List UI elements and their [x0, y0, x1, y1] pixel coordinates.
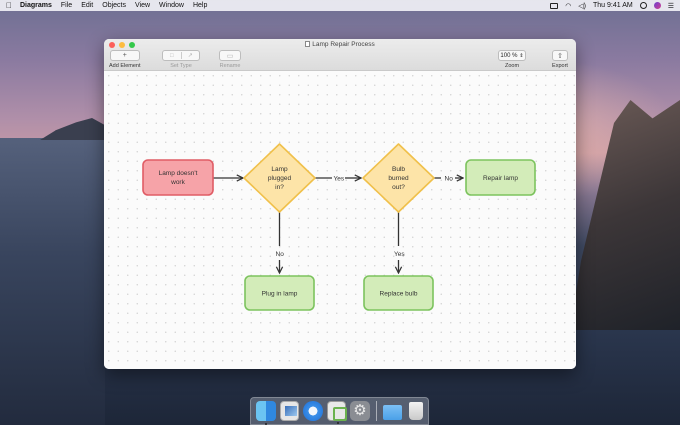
downloads-folder-icon[interactable] — [382, 405, 403, 420]
node-lamp-doesnt-work-line1: Lamp doesn't — [159, 170, 198, 177]
diagram-canvas[interactable]: Yes No No Yes Lamp doesn't work Lamp plu… — [104, 71, 576, 369]
export-tool: ⇧ Export — [552, 50, 568, 69]
node-lamp-doesnt-work[interactable]: Lamp doesn't work — [142, 159, 214, 196]
window-title-text: Lamp Repair Process — [312, 41, 375, 48]
document-icon — [305, 41, 311, 47]
edge-label-bulb-no: No — [445, 176, 454, 183]
diagrams-running-indicator — [336, 422, 339, 424]
minimize-window-button[interactable] — [119, 42, 125, 48]
dock — [250, 397, 429, 425]
rename-icon: ▭ — [226, 52, 234, 60]
share-icon: ⇧ — [557, 52, 563, 60]
export-button[interactable]: ⇧ — [552, 50, 568, 61]
edge-label-plugged-yes: Yes — [334, 176, 345, 183]
window-controls — [109, 42, 135, 48]
node-repair-lamp-label: Repair lamp — [483, 175, 518, 182]
diagrams-window: Lamp Repair Process + Add Element □ ↗ Se… — [104, 39, 576, 369]
node-lamp-plugged-in[interactable]: Lamp plugged in? — [243, 143, 316, 213]
menu-help[interactable]: Help — [186, 2, 207, 9]
rename-label: Rename — [219, 63, 241, 69]
menu-edit[interactable]: Edit — [75, 2, 93, 9]
node-lamp-plugged-in-line2: plugged — [268, 175, 292, 182]
edge-label-plugged-no: No — [276, 251, 285, 258]
notification-center-icon[interactable]: ☰ — [667, 2, 674, 10]
node-bulb-burned-out-line3: out? — [392, 184, 405, 191]
node-bulb-burned-out[interactable]: Bulb burned out? — [362, 143, 435, 213]
rename-tool: ▭ Rename — [219, 50, 241, 69]
diagrams-icon[interactable] — [326, 401, 347, 424]
window-title: Lamp Repair Process — [104, 41, 576, 48]
node-lamp-plugged-in-line1: Lamp — [271, 166, 288, 173]
node-replace-bulb[interactable]: Replace bulb — [363, 275, 434, 311]
preview-icon[interactable] — [279, 401, 300, 421]
menu-bar:  Diagrams File Edit Objects View Window… — [0, 0, 680, 11]
siri-icon[interactable] — [653, 2, 661, 9]
node-repair-lamp[interactable]: Repair lamp — [465, 159, 536, 196]
menu-file[interactable]: File — [54, 2, 72, 9]
plus-icon: + — [122, 52, 127, 59]
node-lamp-plugged-in-line3: in? — [275, 184, 284, 191]
node-plug-in-lamp-label: Plug in lamp — [262, 291, 298, 298]
wifi-icon[interactable]: ◠ — [565, 2, 572, 10]
volume-icon[interactable]: ◁) — [578, 2, 587, 10]
menu-view[interactable]: View — [128, 2, 150, 9]
user-icon[interactable] — [639, 2, 647, 9]
clock[interactable]: Thu 9:41 AM — [593, 2, 633, 9]
dock-separator — [375, 401, 377, 421]
app-menu[interactable]: Diagrams — [14, 2, 52, 9]
trash-icon[interactable] — [409, 402, 424, 420]
zoom-label: Zoom — [504, 63, 520, 69]
add-element-button[interactable]: + — [109, 50, 140, 61]
zoom-tool: 100 %⇕ Zoom — [498, 50, 526, 69]
stepper-icon: ⇕ — [519, 52, 524, 59]
system-preferences-icon[interactable] — [350, 401, 370, 421]
node-bulb-burned-out-line2: burned — [388, 175, 409, 182]
export-label: Export — [552, 63, 568, 69]
add-element-tool: + Add Element — [109, 50, 141, 69]
airplay-icon[interactable] — [550, 2, 559, 9]
node-replace-bulb-label: Replace bulb — [380, 291, 418, 298]
desktop-wallpaper-sea — [0, 138, 105, 425]
set-type-button[interactable]: □ ↗ — [162, 50, 200, 61]
apple-menu-icon[interactable]:  — [6, 1, 12, 10]
zoom-stepper[interactable]: 100 %⇕ — [498, 50, 526, 61]
add-element-label: Add Element — [109, 63, 141, 69]
node-plug-in-lamp[interactable]: Plug in lamp — [244, 275, 315, 311]
flowchart: Yes No No Yes Lamp doesn't work Lamp plu… — [142, 143, 536, 311]
menu-window[interactable]: Window — [153, 2, 184, 9]
fullscreen-window-button[interactable] — [129, 42, 135, 48]
zoom-value: 100 % — [500, 52, 518, 59]
node-type-icon: □ — [169, 52, 174, 59]
finder-running-indicator — [265, 423, 267, 425]
rename-button[interactable]: ▭ — [219, 50, 241, 61]
edge-label-bulb-yes: Yes — [394, 251, 405, 258]
finder-icon[interactable] — [256, 401, 276, 425]
node-lamp-doesnt-work-line2: work — [170, 179, 185, 186]
node-bulb-burned-out-line1: Bulb — [392, 166, 405, 173]
set-type-tool: □ ↗ Set Type — [162, 50, 200, 69]
close-window-button[interactable] — [109, 42, 115, 48]
set-type-label: Set Type — [170, 63, 192, 69]
edge-type-icon: ↗ — [180, 52, 200, 59]
menu-objects[interactable]: Objects — [96, 2, 126, 9]
safari-icon[interactable] — [303, 401, 323, 421]
window-toolbar: Lamp Repair Process + Add Element □ ↗ Se… — [104, 39, 576, 71]
